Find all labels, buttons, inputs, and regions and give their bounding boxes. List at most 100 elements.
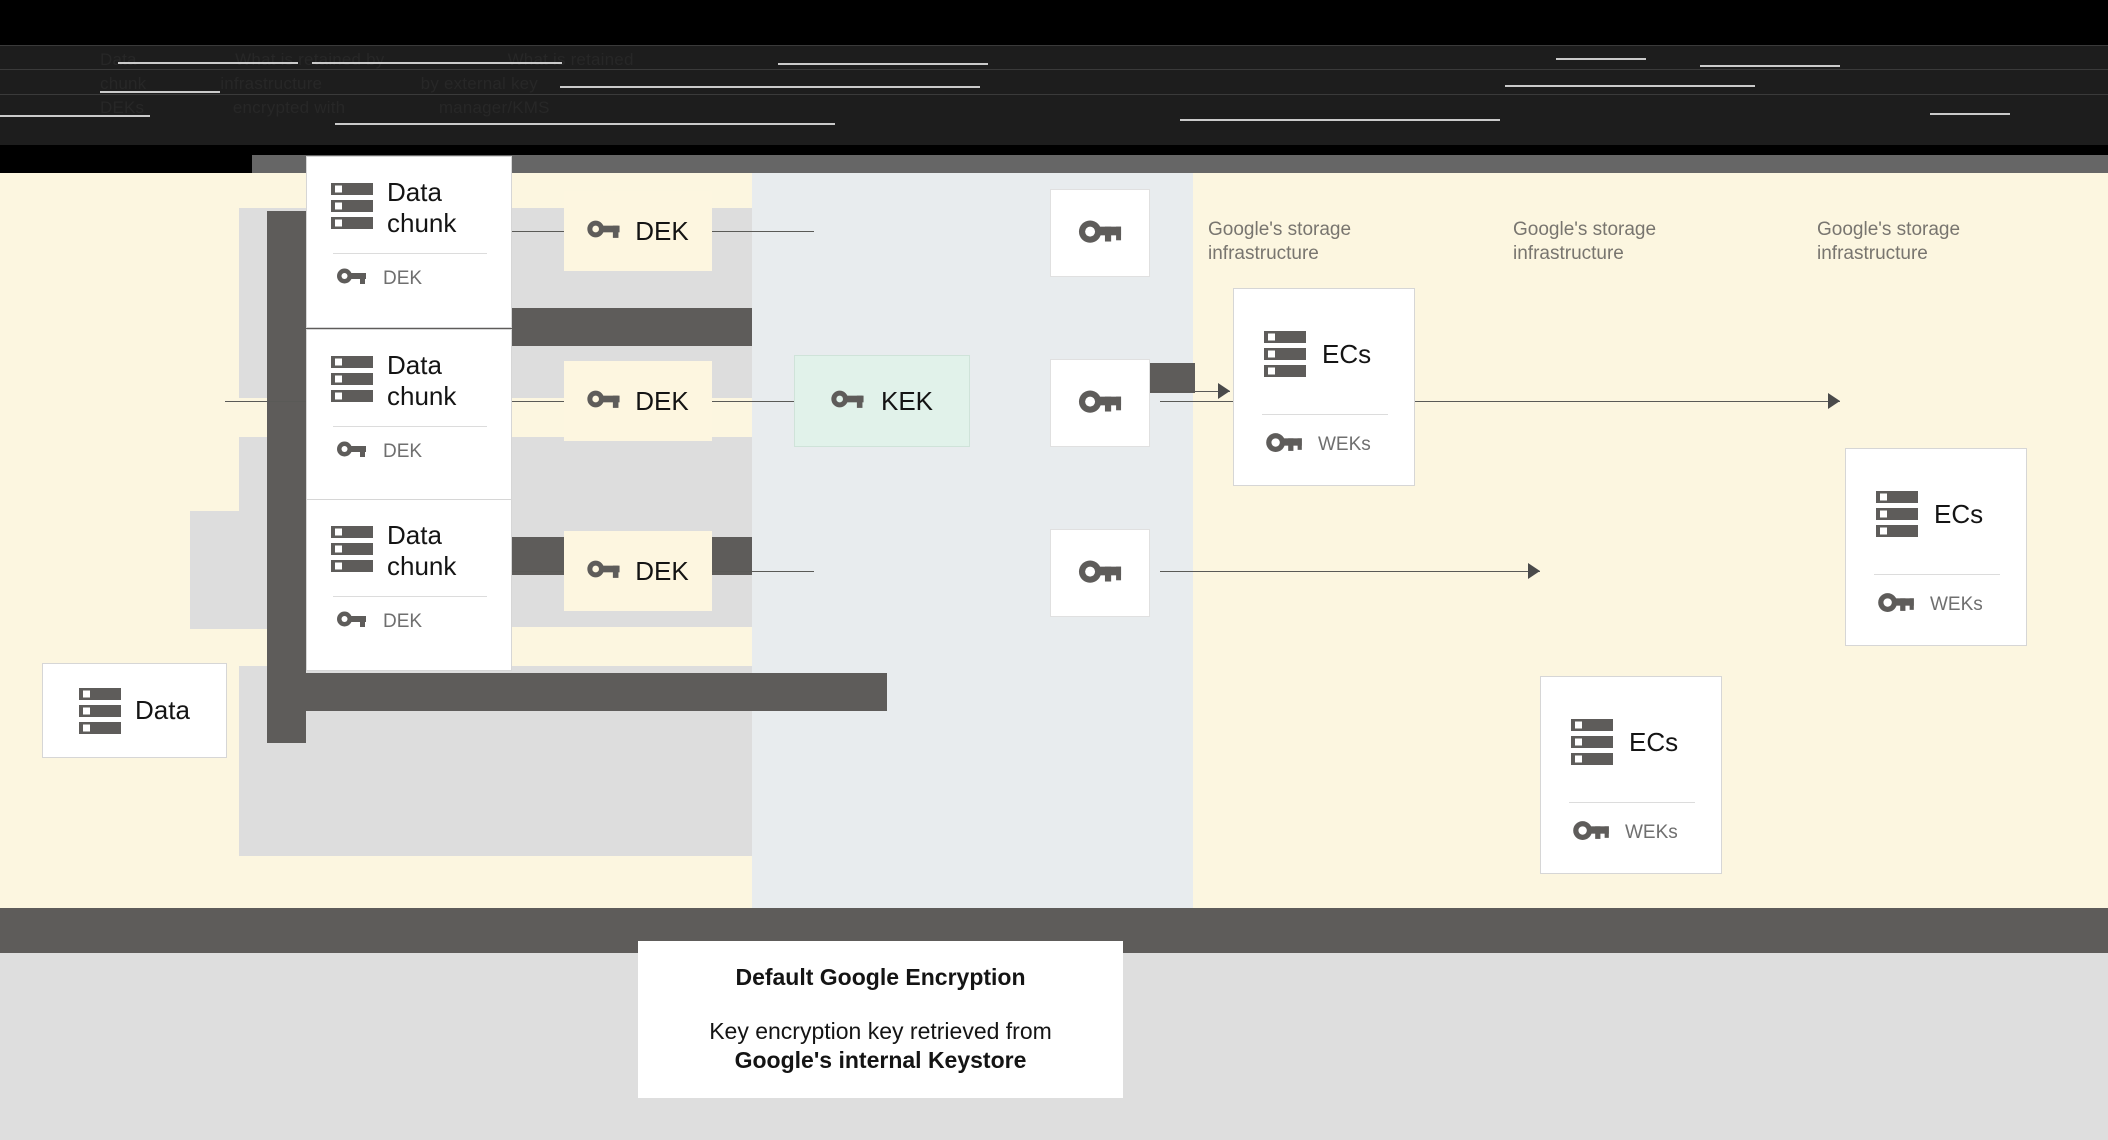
header-faint-rule-1 (0, 45, 2108, 46)
diagram-canvas: Data Data chunk DEK (0, 156, 2108, 908)
header-grey-underbar (252, 155, 2108, 173)
header-text-line-1: Data What is retained by What is retaine… (100, 50, 634, 69)
card-divider (333, 596, 487, 597)
caption-line-2: Google's internal Keystore (734, 1047, 1027, 1073)
card-divider (333, 253, 487, 254)
dek-box-1[interactable]: DEK (564, 191, 712, 271)
kek-box[interactable]: KEK (794, 355, 970, 447)
top-black-band (0, 0, 2108, 45)
key-outline-icon (1078, 558, 1122, 589)
header-text-line-2: chunk infrastructure by external key (100, 74, 539, 93)
caption-title: Default Google Encryption (735, 964, 1026, 990)
kek-label: KEK (880, 385, 934, 416)
server-stack-icon (331, 356, 373, 402)
connector-chunk3-dek (512, 571, 564, 572)
wrapped-key-card-2[interactable] (1050, 359, 1150, 447)
ec-card-title: ECs (1322, 338, 1372, 369)
header-text-line-3: DEKs encrypted with manager/KMS (100, 98, 550, 117)
header-rule-c (778, 63, 988, 65)
dek-box-label: DEK (635, 215, 689, 246)
connector-chunk1-dek (512, 231, 564, 232)
ec-card-title: ECs (1629, 726, 1679, 757)
data-chunk-card-3[interactable]: Data chunk DEK (306, 499, 512, 671)
storage-label-2: Google's storage infrastructure (1513, 219, 1657, 264)
dek-box-2[interactable]: DEK (564, 361, 712, 441)
ec-card-key-label: WEKs (1625, 821, 1678, 843)
connector-chunk2-dek (512, 401, 564, 402)
header-rule-h (1505, 85, 1755, 87)
server-stack-icon (79, 687, 122, 734)
key-icon (587, 219, 621, 244)
server-stack-icon (331, 183, 373, 229)
data-source-label: Data (135, 695, 190, 725)
header-faint-rule-3 (0, 94, 2108, 95)
ec-card-key-label: WEKs (1930, 593, 1983, 615)
card-divider (1569, 802, 1695, 803)
storage-label-3: Google's storage infrastructure (1817, 219, 1961, 264)
key-outline-icon (1573, 819, 1609, 846)
card-divider (1874, 574, 2000, 575)
data-chunk-title: Data chunk (387, 350, 457, 411)
bracket-arm-bot (267, 673, 887, 711)
server-stack-icon (1876, 491, 1918, 537)
header-rule-g (560, 86, 980, 88)
header-rule-l (1930, 113, 2010, 115)
key-outline-icon (1078, 218, 1122, 249)
arrow-head-ec2 (1828, 393, 1840, 409)
dek-box-label: DEK (635, 555, 689, 586)
ec-card-2[interactable]: ECs WEKs (1845, 448, 2027, 646)
card-divider (1262, 414, 1388, 415)
data-chunk-title: Data chunk (387, 177, 457, 238)
wrapped-key-card-1[interactable] (1050, 189, 1150, 277)
caption-line-1: Key encryption key retrieved from (709, 1018, 1052, 1044)
bracket-vertical (267, 211, 306, 743)
wrapped-key-card-3[interactable] (1050, 529, 1150, 617)
server-stack-icon (1264, 331, 1306, 377)
connector-dek3-key (712, 571, 814, 572)
connector-keycard3-to-ec3 (1160, 571, 1540, 572)
key-outline-icon (1266, 431, 1302, 458)
key-outline-icon (1078, 388, 1122, 419)
ec-card-title: ECs (1934, 498, 1984, 529)
key-icon (337, 440, 367, 463)
data-chunk-key-label: DEK (383, 440, 423, 462)
dek-box-label: DEK (635, 385, 689, 416)
header-rule-e (1700, 65, 1840, 67)
connector-keycard2-to-ec2 (1160, 401, 1840, 402)
header-rule-i (0, 115, 150, 117)
data-chunk-card-2[interactable]: Data chunk DEK (306, 329, 512, 501)
header-rule-k (1180, 119, 1500, 121)
key-outline-icon (1878, 591, 1914, 618)
data-chunk-title: Data chunk (387, 520, 457, 581)
obscured-header-region: Data What is retained by What is retaine… (0, 45, 2108, 145)
server-stack-icon (331, 526, 373, 572)
data-chunk-key-label: DEK (383, 267, 423, 289)
key-icon (587, 389, 621, 414)
ec-card-3[interactable]: ECs WEKs (1540, 676, 1722, 874)
storage-label-1: Google's storage infrastructure (1208, 219, 1352, 264)
data-chunk-key-label: DEK (383, 610, 423, 632)
caption-card: Default Google Encryption Key encryption… (638, 941, 1123, 1098)
ec-card-1[interactable]: ECs WEKs (1233, 288, 1415, 486)
connector-keycard1-to-ec1 (1100, 391, 1230, 392)
data-chunk-card-1[interactable]: Data chunk DEK (306, 156, 512, 328)
card-divider (333, 426, 487, 427)
connector-dek1-key (712, 231, 814, 232)
data-source-card[interactable]: Data (42, 663, 227, 758)
header-rule-b (312, 62, 562, 64)
ec-card-key-label: WEKs (1318, 433, 1371, 455)
dek-box-3[interactable]: DEK (564, 531, 712, 611)
key-icon (831, 389, 865, 414)
key-icon (337, 610, 367, 633)
key-icon (337, 267, 367, 290)
caption-body: Key encryption key retrieved from Google… (709, 1017, 1052, 1075)
connector-dek2-key (712, 401, 814, 402)
header-rule-a (118, 62, 298, 64)
arrow-head-ec1 (1218, 383, 1230, 399)
header-rule-f (100, 91, 220, 93)
connector-data-to-bracket (225, 401, 310, 402)
header-faint-rule-2 (0, 69, 2108, 70)
header-rule-j (335, 123, 835, 125)
key-icon (587, 559, 621, 584)
